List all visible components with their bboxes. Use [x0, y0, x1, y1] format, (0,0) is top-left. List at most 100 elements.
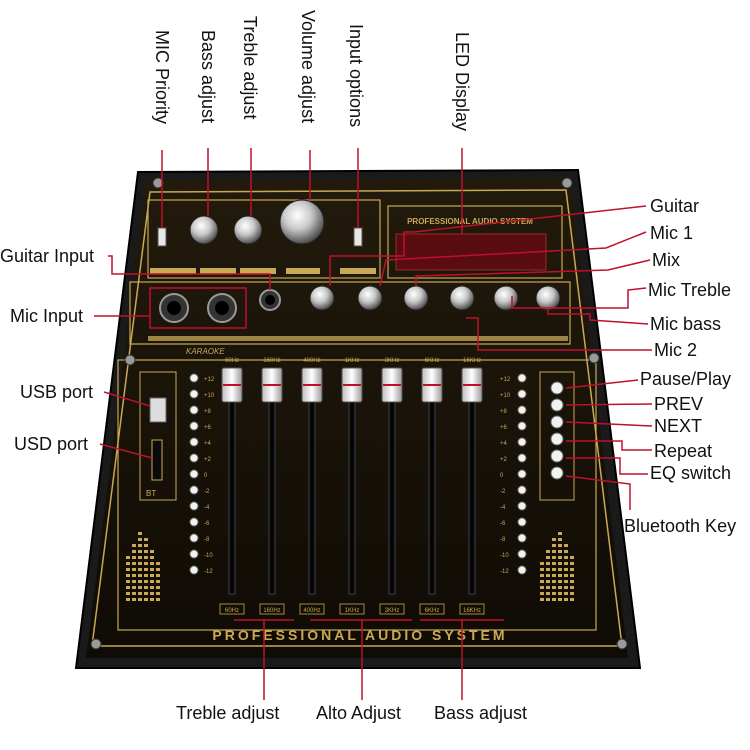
meter-segment	[126, 580, 130, 583]
mic-bass-knob[interactable]	[493, 285, 519, 311]
db-tick-label: -6	[204, 521, 210, 527]
meter-segment	[150, 574, 154, 577]
db-tick-label: +8	[204, 409, 212, 415]
meter-segment	[564, 586, 568, 589]
eq-band-bottom-box	[219, 603, 245, 615]
meter-segment	[558, 556, 562, 559]
eq-band-bottom-box	[299, 603, 325, 615]
meter-segment	[558, 544, 562, 547]
meter-segment	[546, 562, 550, 565]
meter-segment	[552, 580, 556, 583]
meter-segment	[156, 568, 160, 571]
meter-segment	[564, 550, 568, 553]
meter-segment	[570, 580, 574, 583]
meter-segment	[126, 568, 130, 571]
mic-priority-switch[interactable]	[157, 227, 167, 247]
meter-segment	[558, 586, 562, 589]
scale-dot	[189, 501, 199, 511]
usb-port[interactable]	[149, 397, 167, 423]
db-tick-label: -8	[500, 537, 506, 543]
meter-segment	[126, 556, 130, 559]
pause-play-button[interactable]	[550, 381, 564, 395]
meter-segment	[564, 562, 568, 565]
mic1-knob[interactable]	[357, 285, 383, 311]
label-guitar: Guitar	[650, 196, 700, 216]
meter-segment	[546, 586, 550, 589]
meter-segment	[138, 598, 142, 601]
meter-segment	[540, 568, 544, 571]
meter-segment	[564, 598, 568, 601]
meter-segment	[546, 580, 550, 583]
scale-dot	[189, 421, 199, 431]
screw	[152, 177, 164, 189]
prev-button[interactable]	[550, 398, 564, 412]
meter-segment	[552, 556, 556, 559]
scale-dot	[517, 533, 527, 543]
scale-dot	[517, 373, 527, 383]
meter-segment	[144, 586, 148, 589]
screw	[561, 177, 573, 189]
meter-segment	[546, 550, 550, 553]
db-tick-label: -10	[204, 553, 213, 559]
meter-segment	[546, 574, 550, 577]
meter-segment	[570, 592, 574, 595]
scale-dot	[189, 533, 199, 543]
meter-segment	[132, 568, 136, 571]
db-tick-label: -4	[204, 505, 210, 511]
meter-segment	[558, 598, 562, 601]
db-tick-label: +10	[500, 393, 511, 399]
meter-segment	[558, 568, 562, 571]
meter-segment	[144, 592, 148, 595]
mic-treble-knob[interactable]	[449, 285, 475, 311]
label-repeat: Repeat	[654, 441, 713, 461]
meter-segment	[126, 574, 130, 577]
meter-segment	[144, 544, 148, 547]
meter-segment	[138, 592, 142, 595]
meter-segment	[564, 592, 568, 595]
scale-dot	[517, 469, 527, 479]
decorative-meters	[126, 532, 574, 601]
mic2-knob[interactable]	[535, 285, 561, 311]
guitar-knob[interactable]	[309, 285, 335, 311]
meter-segment	[144, 568, 148, 571]
sd-card-slot[interactable]	[151, 439, 163, 481]
meter-segment	[126, 586, 130, 589]
label-mic-treble: Mic Treble	[648, 280, 732, 300]
volume-knob[interactable]	[279, 199, 325, 245]
meter-segment	[552, 586, 556, 589]
db-tick-label: +12	[204, 377, 215, 383]
meter-segment	[546, 568, 550, 571]
label-input-options: Input options	[346, 24, 366, 128]
meter-segment	[546, 556, 550, 559]
eq-slot	[228, 377, 236, 595]
label-mix: Mix	[652, 250, 680, 270]
usb-sd-section: BT	[139, 371, 177, 501]
screw	[124, 354, 136, 366]
eq-slot	[428, 377, 436, 595]
meter-segment	[138, 532, 142, 535]
mix-knob[interactable]	[403, 285, 429, 311]
input-options-switch[interactable]	[353, 227, 363, 247]
eq-slot	[308, 377, 316, 595]
bluetooth-button[interactable]	[550, 466, 564, 480]
label-usd-port: USD port	[14, 434, 89, 454]
meter-segment	[126, 592, 130, 595]
meter-segment	[552, 574, 556, 577]
next-button[interactable]	[550, 415, 564, 429]
meter-segment	[144, 538, 148, 541]
screw	[616, 638, 628, 650]
treble-knob[interactable]	[233, 215, 263, 245]
label-guitar-input: Guitar Input	[0, 246, 95, 266]
eq-switch-button[interactable]	[550, 449, 564, 463]
eq-band-top-label: 3KHz	[385, 358, 400, 364]
eq-band-top-label: 6KHz	[425, 358, 440, 364]
meter-segment	[138, 586, 142, 589]
meter-segment	[156, 592, 160, 595]
meter-segment	[570, 562, 574, 565]
scale-dot	[189, 373, 199, 383]
bass-knob[interactable]	[189, 215, 219, 245]
repeat-button[interactable]	[550, 432, 564, 446]
channel-knobs: KARAOKE	[148, 285, 568, 356]
meter-segment	[558, 538, 562, 541]
meter-segment	[540, 574, 544, 577]
